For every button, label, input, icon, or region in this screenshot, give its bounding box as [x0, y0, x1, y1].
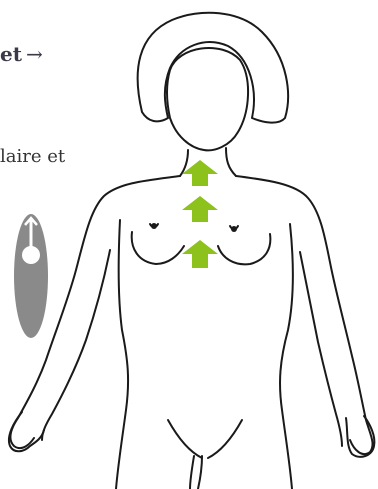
left-breast: [132, 232, 184, 264]
upward-arrow-icon: [182, 196, 218, 222]
pubic-left: [168, 420, 202, 458]
upward-arrow-icon: [182, 240, 218, 268]
face-outline: [167, 48, 248, 150]
pubic-right: [208, 420, 242, 458]
torso-left: [116, 220, 128, 489]
right-breast: [218, 234, 270, 264]
leg-divide-left: [190, 456, 194, 489]
left-nipple-dot: [151, 223, 157, 229]
right-arm-inner: [300, 252, 342, 446]
breast-pump-device-icon: [13, 213, 49, 339]
torso-right: [280, 224, 293, 489]
leg-divide-right: [198, 456, 202, 489]
right-arm-outline: [236, 176, 373, 454]
neck-right: [226, 148, 236, 176]
hair-outline: [138, 13, 288, 123]
right-nipple-dot: [231, 226, 237, 232]
upward-arrow-icon: [182, 160, 218, 186]
